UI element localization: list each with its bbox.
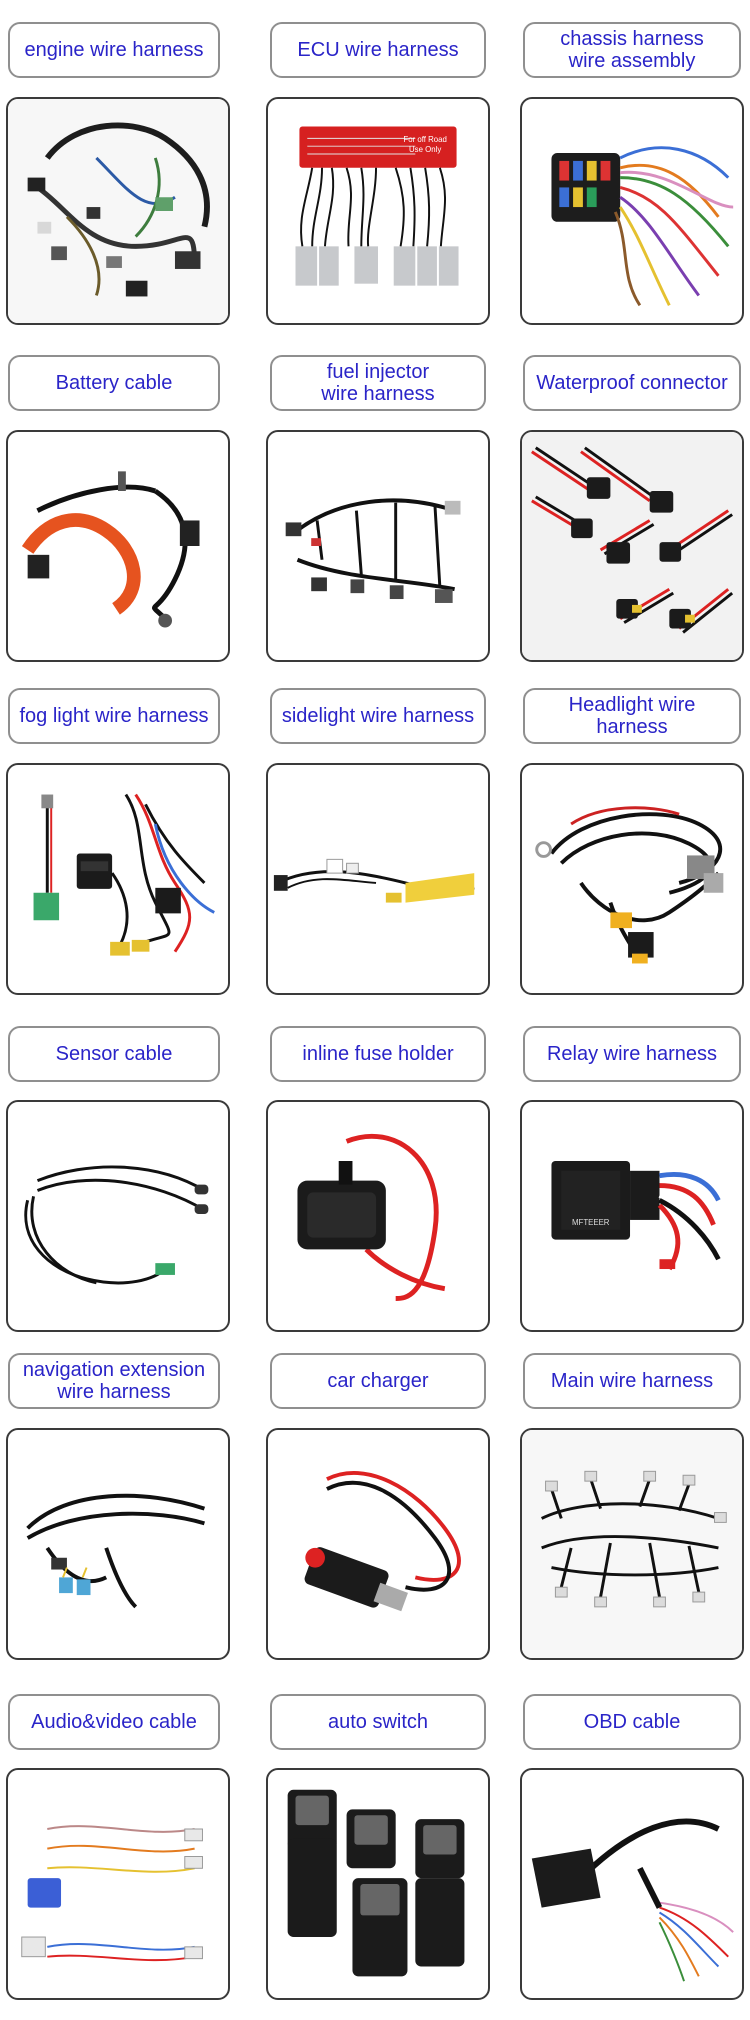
label-relay-wire-harness[interactable]: Relay wire harness bbox=[523, 1026, 741, 1082]
chassis-harness-image bbox=[522, 99, 742, 323]
ecu-harness-image: For off Road Use Only bbox=[268, 99, 488, 323]
card-chassis-harness-wire-assembly[interactable] bbox=[520, 97, 744, 325]
svg-text:For off Road: For off Road bbox=[403, 135, 446, 144]
fog-light-harness-image bbox=[8, 765, 228, 993]
label-main-wire-harness[interactable]: Main wire harness bbox=[523, 1353, 741, 1409]
car-charger-image bbox=[268, 1430, 488, 1658]
card-inline-fuse-holder[interactable] bbox=[266, 1100, 490, 1332]
card-waterproof-connector[interactable] bbox=[520, 430, 744, 662]
card-headlight-wire-harness[interactable] bbox=[520, 763, 744, 995]
svg-text:MFTEEER: MFTEEER bbox=[572, 1218, 610, 1227]
relay-harness-image: MFTEEER bbox=[522, 1102, 742, 1330]
fuse-holder-image bbox=[268, 1102, 488, 1330]
sensor-cable-image bbox=[8, 1102, 228, 1330]
card-fog-light-wire-harness[interactable] bbox=[6, 763, 230, 995]
card-engine-wire-harness[interactable] bbox=[6, 97, 230, 325]
label-headlight-wire-harness[interactable]: Headlight wire harness bbox=[523, 688, 741, 744]
card-fuel-injector-wire-harness[interactable] bbox=[266, 430, 490, 662]
sidelight-harness-image bbox=[268, 765, 488, 993]
label-auto-switch[interactable]: auto switch bbox=[270, 1694, 486, 1750]
label-waterproof-connector[interactable]: Waterproof connector bbox=[523, 355, 741, 411]
battery-cable-image bbox=[8, 432, 228, 660]
navigation-extension-image bbox=[8, 1430, 228, 1658]
card-sensor-cable[interactable] bbox=[6, 1100, 230, 1332]
main-harness-image bbox=[522, 1430, 742, 1658]
card-auto-switch[interactable] bbox=[266, 1768, 490, 2000]
label-navigation-extension-wire-harness[interactable]: navigation extension wire harness bbox=[8, 1353, 220, 1409]
card-car-charger[interactable] bbox=[266, 1428, 490, 1660]
audio-video-cable-image bbox=[8, 1770, 228, 1998]
label-engine-wire-harness[interactable]: engine wire harness bbox=[8, 22, 220, 78]
card-navigation-extension-wire-harness[interactable] bbox=[6, 1428, 230, 1660]
label-sensor-cable[interactable]: Sensor cable bbox=[8, 1026, 220, 1082]
label-sidelight-wire-harness[interactable]: sidelight wire harness bbox=[270, 688, 486, 744]
card-sidelight-wire-harness[interactable] bbox=[266, 763, 490, 995]
card-ecu-wire-harness[interactable]: For off Road Use Only bbox=[266, 97, 490, 325]
card-relay-wire-harness[interactable]: MFTEEER bbox=[520, 1100, 744, 1332]
headlight-harness-image bbox=[522, 765, 742, 993]
label-ecu-wire-harness[interactable]: ECU wire harness bbox=[270, 22, 486, 78]
card-obd-cable[interactable] bbox=[520, 1768, 744, 2000]
label-battery-cable[interactable]: Battery cable bbox=[8, 355, 220, 411]
label-inline-fuse-holder[interactable]: inline fuse holder bbox=[270, 1026, 486, 1082]
fuel-injector-harness-image bbox=[268, 432, 488, 660]
label-fuel-injector-wire-harness[interactable]: fuel injector wire harness bbox=[270, 355, 486, 411]
waterproof-connector-image bbox=[522, 432, 742, 660]
label-audio-video-cable[interactable]: Audio&video cable bbox=[8, 1694, 220, 1750]
auto-switch-image bbox=[268, 1770, 488, 1998]
label-fog-light-wire-harness[interactable]: fog light wire harness bbox=[8, 688, 220, 744]
label-car-charger[interactable]: car charger bbox=[270, 1353, 486, 1409]
card-main-wire-harness[interactable] bbox=[520, 1428, 744, 1660]
label-obd-cable[interactable]: OBD cable bbox=[523, 1694, 741, 1750]
engine-harness-image bbox=[8, 99, 228, 323]
card-audio-video-cable[interactable] bbox=[6, 1768, 230, 2000]
obd-cable-image bbox=[522, 1770, 742, 1998]
card-battery-cable[interactable] bbox=[6, 430, 230, 662]
label-chassis-harness-wire-assembly[interactable]: chassis harness wire assembly bbox=[523, 22, 741, 78]
svg-text:Use Only: Use Only bbox=[409, 145, 441, 154]
